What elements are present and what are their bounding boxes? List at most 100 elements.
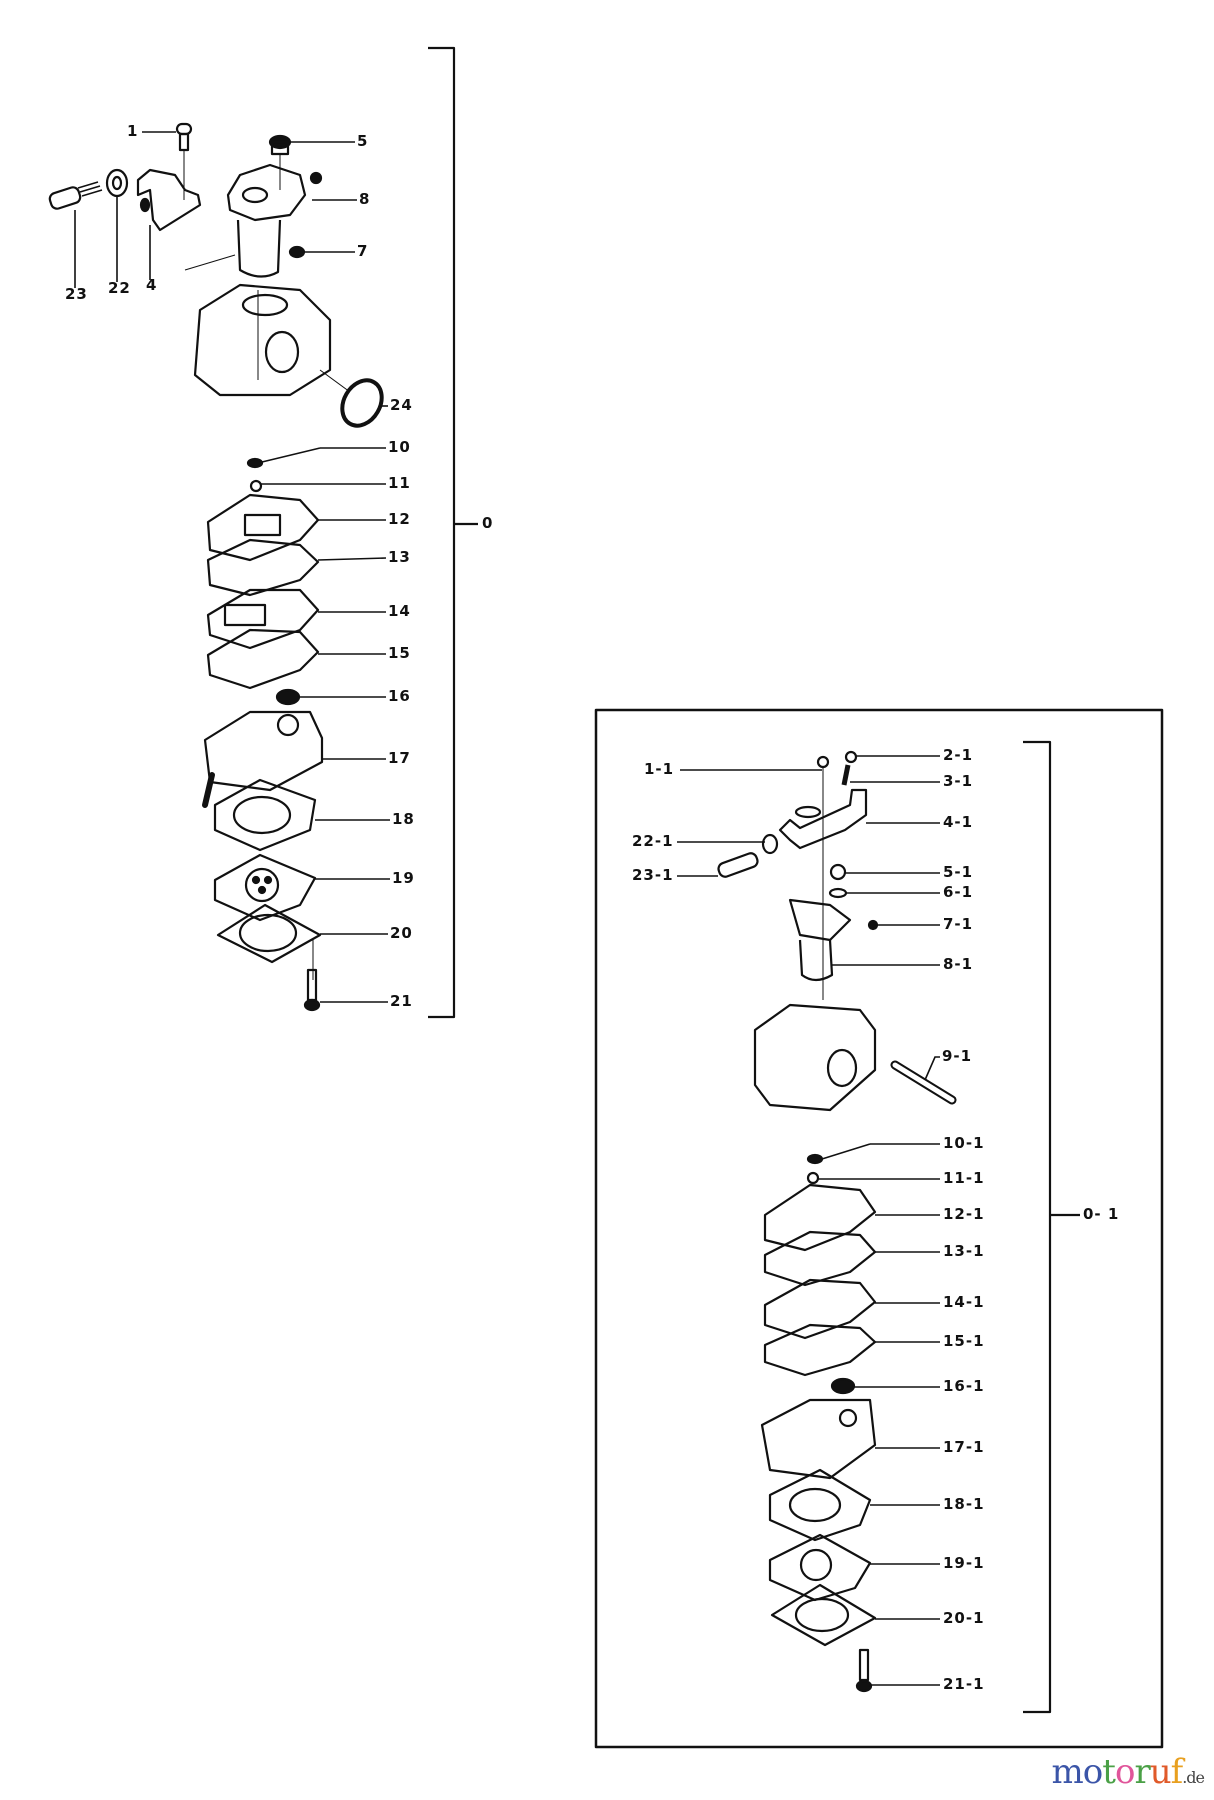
part-callout-15-1: 15-1	[943, 1332, 985, 1350]
part-throttle-8	[184, 163, 323, 278]
part-nut-22-1	[761, 833, 779, 855]
part-callout-16-1: 16-1	[943, 1377, 985, 1395]
part-gasket-18	[213, 778, 317, 852]
part-callout-2-1: 2-1	[943, 746, 974, 764]
part-gasket-13-1	[763, 1230, 877, 1287]
part-callout-3-1: 3-1	[943, 772, 974, 790]
watermark-letter: u	[1149, 1752, 1172, 1792]
part-seal-24	[319, 369, 384, 428]
part-callout-6-1: 6-1	[943, 883, 974, 901]
part-spring-3-1	[841, 764, 851, 786]
variant-frame	[594, 708, 1164, 1749]
part-gasket-15	[206, 628, 320, 690]
part-callout-1-1: 1-1	[644, 760, 675, 778]
part-gasket-14-1	[763, 1278, 877, 1340]
part-callout-22: 22	[108, 279, 131, 297]
part-callout-5: 5	[357, 132, 369, 150]
part-ball-7	[288, 245, 306, 259]
part-washer-6-1	[828, 887, 848, 899]
part-nut-22	[105, 168, 129, 198]
part-16	[275, 688, 301, 706]
part-callout-18-1: 18-1	[943, 1495, 985, 1513]
part-gasket-13	[206, 538, 320, 597]
part-screw-23-1	[717, 852, 759, 878]
part-callout-21-1: 21-1	[943, 1675, 985, 1693]
part-screw-21-1	[855, 1648, 873, 1693]
part-callout-13: 13	[388, 548, 411, 566]
part-10	[246, 457, 264, 469]
part-callout-1: 1	[127, 122, 139, 140]
watermark-letter: o	[1082, 1752, 1104, 1792]
part-gasket-12	[206, 493, 320, 562]
part-pump-body-17	[202, 710, 324, 808]
part-callout-10: 10	[388, 438, 411, 456]
part-lever-4	[136, 168, 202, 232]
part-callout-4-1: 4-1	[943, 813, 974, 831]
part-diaphragm-19-1	[768, 1533, 872, 1602]
part-knob-5-1	[829, 863, 847, 881]
part-callout-4: 4	[146, 276, 158, 294]
part-screw-1	[175, 122, 193, 200]
part-callout-11: 11	[388, 474, 411, 492]
part-diaphragm-19	[213, 853, 317, 922]
part-callout-21: 21	[390, 992, 413, 1010]
part-callout-8: 8	[359, 190, 371, 208]
part-callout-9-1: 9-1	[942, 1047, 973, 1065]
part-11	[249, 479, 263, 493]
part-cover-20	[216, 903, 322, 964]
part-cover-20-1	[770, 1583, 877, 1647]
part-callout-18: 18	[392, 810, 415, 828]
part-10-1	[806, 1153, 824, 1165]
assembly-bracket-variant	[1023, 740, 1080, 1714]
part-callout-12-1: 12-1	[943, 1205, 985, 1223]
part-callout-17: 17	[388, 749, 411, 767]
part-knob-5	[268, 134, 292, 190]
watermark-letter: m	[1051, 1752, 1084, 1792]
part-screw-21	[303, 940, 321, 1012]
part-gasket-12-1	[763, 1183, 877, 1252]
part-callout-24: 24	[390, 396, 413, 414]
assembly-label-variant: 0- 1	[1083, 1205, 1120, 1223]
part-callout-17-1: 17-1	[943, 1438, 985, 1456]
watermark-letter: o	[1114, 1752, 1136, 1792]
part-pin-9-1	[890, 1060, 957, 1105]
part-screw-1-1	[816, 755, 830, 1000]
leader-lines	[74, 131, 940, 1686]
part-callout-14: 14	[388, 602, 411, 620]
part-callout-19: 19	[392, 869, 415, 887]
part-callout-23-1: 23-1	[632, 866, 674, 884]
part-16-1	[830, 1377, 856, 1395]
part-gasket-18-1	[768, 1468, 872, 1542]
part-lever-4-1	[778, 788, 868, 850]
part-pump-body-17-1	[760, 1398, 877, 1480]
part-callout-20: 20	[390, 924, 413, 942]
part-callout-7: 7	[357, 242, 369, 260]
part-callout-23: 23	[65, 285, 88, 303]
part-callout-22-1: 22-1	[632, 832, 674, 850]
part-callout-13-1: 13-1	[943, 1242, 985, 1260]
part-throttle-8-1	[788, 898, 879, 982]
part-callout-12: 12	[388, 510, 411, 528]
watermark-text: motoruf	[1051, 1752, 1184, 1792]
watermark-letter: f	[1170, 1752, 1184, 1792]
watermark-letter: r	[1134, 1752, 1150, 1792]
part-callout-20-1: 20-1	[943, 1609, 985, 1627]
part-callout-8-1: 8-1	[943, 955, 974, 973]
part-gasket-14	[206, 588, 320, 650]
watermark-tld: .de	[1182, 1768, 1205, 1787]
assembly-label-main: 0	[482, 514, 494, 532]
part-callout-16: 16	[388, 687, 411, 705]
watermark-logo: motoruf.de	[1051, 1752, 1205, 1792]
part-callout-19-1: 19-1	[943, 1554, 985, 1572]
assembly-bracket-main	[428, 46, 478, 1019]
part-carburetor-body-1	[753, 1003, 877, 1112]
part-screw-2-1	[844, 750, 858, 764]
part-callout-15: 15	[388, 644, 411, 662]
part-carburetor-body	[193, 283, 332, 397]
part-callout-14-1: 14-1	[943, 1293, 985, 1311]
part-callout-5-1: 5-1	[943, 863, 974, 881]
part-callout-7-1: 7-1	[943, 915, 974, 933]
part-callout-11-1: 11-1	[943, 1169, 985, 1187]
part-callout-10-1: 10-1	[943, 1134, 985, 1152]
